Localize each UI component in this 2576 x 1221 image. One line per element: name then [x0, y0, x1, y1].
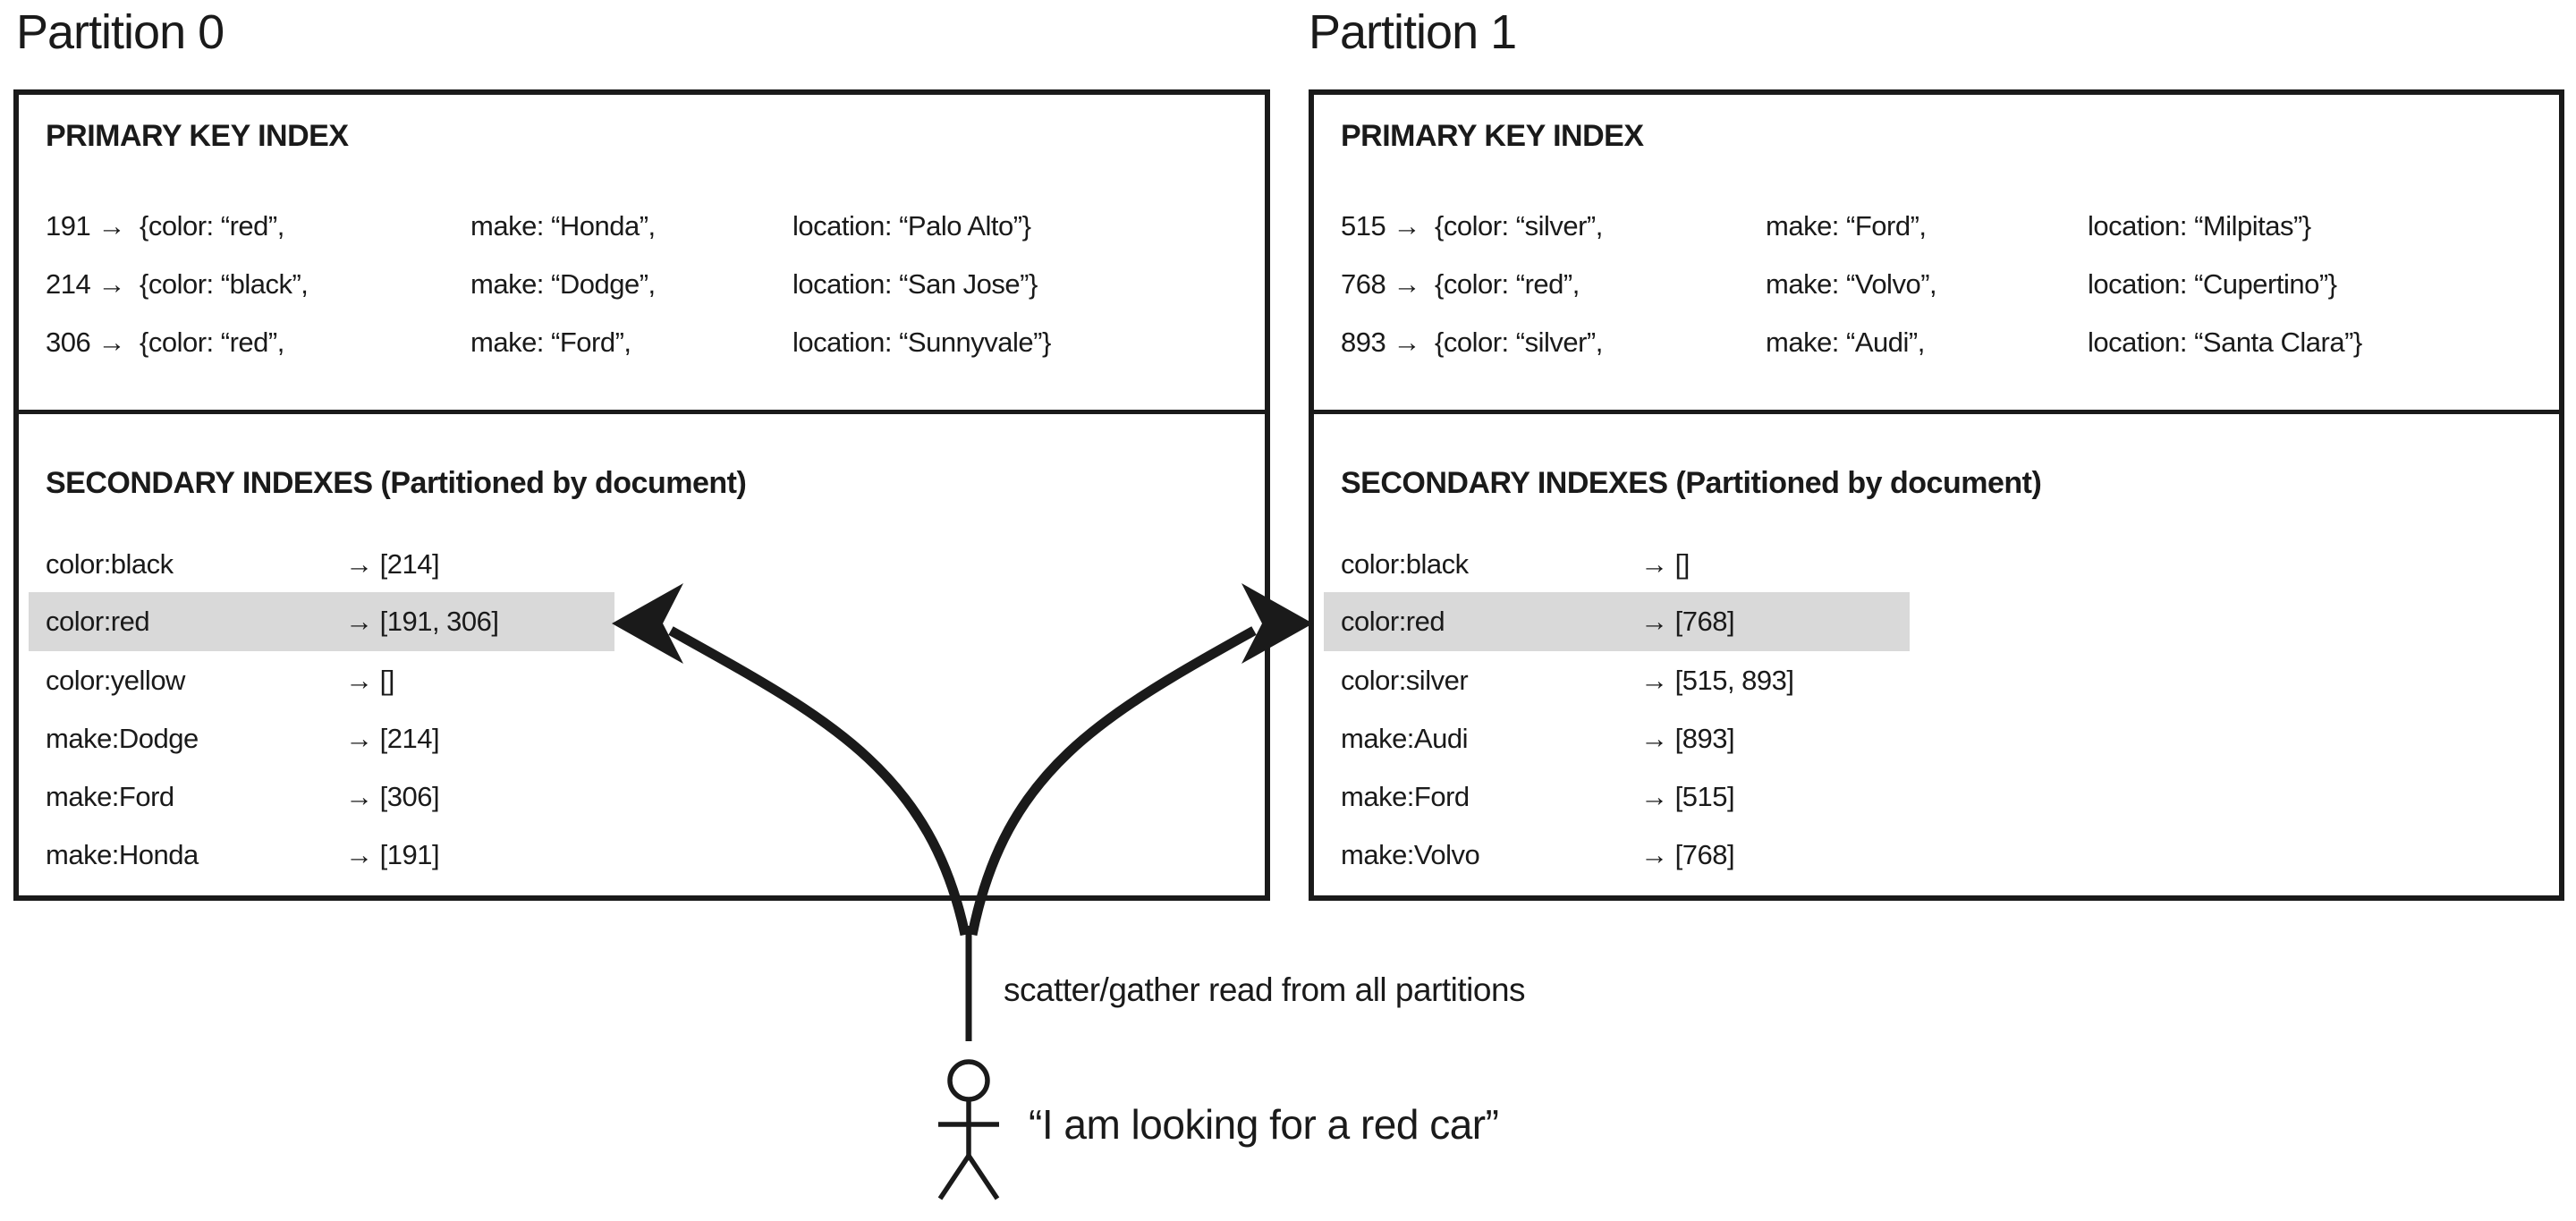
secondary-index-row: color:black → [214]	[19, 535, 1265, 594]
section-divider	[19, 410, 1265, 414]
index-key: make:Volvo	[1341, 839, 1480, 870]
partition-1-box: PRIMARY KEY INDEX 515 → {color: “silver”…	[1309, 89, 2564, 901]
index-key: make:Ford	[46, 781, 174, 812]
primary-key-row: 515 → {color: “silver”, make: “Ford”, lo…	[1314, 198, 2559, 255]
stick-figure-leg-right	[966, 1154, 1000, 1200]
primary-key-row: 893 → {color: “silver”, make: “Audi”, lo…	[1314, 314, 2559, 371]
partition-0-primary-key-header: PRIMARY KEY INDEX	[46, 119, 349, 153]
index-value: → [515, 893]	[1640, 665, 1794, 696]
secondary-index-row: make:Ford → [515]	[1314, 767, 2559, 827]
partition-0-secondary-index-header: SECONDARY INDEXES (Partitioned by docume…	[46, 466, 747, 500]
primary-key-row: 768 → {color: “red”, make: “Volvo”, loca…	[1314, 256, 2559, 313]
index-value: → [191]	[345, 839, 440, 870]
primary-key-row: 214 → {color: “black”, make: “Dodge”, lo…	[19, 256, 1265, 313]
index-key: make:Dodge	[46, 723, 199, 754]
index-key: color:red	[46, 606, 150, 637]
doc-id: 214 →	[46, 268, 125, 300]
doc-location: location: “Palo Alto”}	[792, 210, 1031, 242]
index-key: color:yellow	[46, 665, 185, 696]
doc-color: {color: “silver”,	[1435, 210, 1603, 242]
highlight-band-color-red	[1324, 592, 1910, 651]
index-key: make:Honda	[46, 839, 199, 870]
doc-make: make: “Dodge”,	[470, 268, 656, 300]
secondary-index-row: color:black → []	[1314, 535, 2559, 594]
partition-0-title: Partition 0	[16, 5, 225, 59]
index-key: color:black	[1341, 548, 1469, 580]
index-value: → [306]	[345, 781, 440, 812]
doc-id: 768 →	[1341, 268, 1420, 300]
index-value: → [768]	[1640, 839, 1735, 870]
secondary-index-row: make:Dodge → [214]	[19, 709, 1265, 768]
index-value: → [214]	[345, 723, 440, 754]
stick-figure-leg-left	[937, 1154, 971, 1200]
index-value: → [893]	[1640, 723, 1735, 754]
secondary-index-row: make:Volvo → [768]	[1314, 826, 2559, 885]
doc-make: make: “Honda”,	[470, 210, 656, 242]
doc-make: make: “Volvo”,	[1766, 268, 1937, 300]
secondary-index-row: make:Audi → [893]	[1314, 709, 2559, 768]
index-value: → []	[345, 665, 394, 696]
partition-1-primary-key-header: PRIMARY KEY INDEX	[1341, 119, 1644, 153]
doc-id: 306 →	[46, 326, 125, 358]
index-value: → []	[1640, 548, 1690, 580]
highlight-band-color-red	[29, 592, 614, 651]
secondary-index-row-highlighted: color:red → [768]	[1314, 592, 2559, 651]
index-value: → [214]	[345, 548, 440, 580]
secondary-index-row-highlighted: color:red → [191, 306]	[19, 592, 1265, 651]
doc-id: 515 →	[1341, 210, 1420, 242]
scatter-gather-label: scatter/gather read from all partitions	[1004, 971, 1526, 1008]
index-value: → [515]	[1640, 781, 1735, 812]
user-stick-figure	[937, 1059, 1000, 1200]
index-value: → [191, 306]	[345, 606, 499, 637]
index-value: → [768]	[1640, 606, 1735, 637]
secondary-index-row: make:Ford → [306]	[19, 767, 1265, 827]
doc-location: location: “Santa Clara”}	[2088, 326, 2362, 358]
partition-0-box: PRIMARY KEY INDEX 191 → {color: “red”, m…	[13, 89, 1270, 901]
doc-location: location: “Sunnyvale”}	[792, 326, 1051, 358]
index-key: make:Audi	[1341, 723, 1468, 754]
partition-1-title: Partition 1	[1309, 5, 1517, 59]
index-key: make:Ford	[1341, 781, 1470, 812]
secondary-index-row: make:Honda → [191]	[19, 826, 1265, 885]
doc-location: location: “Milpitas”}	[2088, 210, 2311, 242]
doc-make: make: “Ford”,	[1766, 210, 1927, 242]
index-key: color:silver	[1341, 665, 1469, 696]
doc-location: location: “San Jose”}	[792, 268, 1038, 300]
doc-color: {color: “red”,	[140, 210, 284, 242]
section-divider	[1314, 410, 2559, 414]
secondary-index-row: color:yellow → []	[19, 651, 1265, 710]
doc-id: 191 →	[46, 210, 125, 242]
primary-key-row: 306 → {color: “red”, make: “Ford”, locat…	[19, 314, 1265, 371]
doc-location: location: “Cupertino”}	[2088, 268, 2337, 300]
secondary-index-row: color:silver → [515, 893]	[1314, 651, 2559, 710]
doc-color: {color: “red”,	[1435, 268, 1580, 300]
stick-figure-head	[947, 1059, 990, 1102]
primary-key-row: 191 → {color: “red”, make: “Honda”, loca…	[19, 198, 1265, 255]
index-key: color:red	[1341, 606, 1445, 637]
doc-color: {color: “black”,	[140, 268, 309, 300]
doc-id: 893 →	[1341, 326, 1420, 358]
doc-make: make: “Ford”,	[470, 326, 631, 358]
doc-color: {color: “silver”,	[1435, 326, 1603, 358]
user-query-label: “I am looking for a red car”	[1029, 1101, 1499, 1148]
doc-color: {color: “red”,	[140, 326, 284, 358]
partition-1-secondary-index-header: SECONDARY INDEXES (Partitioned by docume…	[1341, 466, 2042, 500]
doc-make: make: “Audi”,	[1766, 326, 1925, 358]
index-key: color:black	[46, 548, 174, 580]
